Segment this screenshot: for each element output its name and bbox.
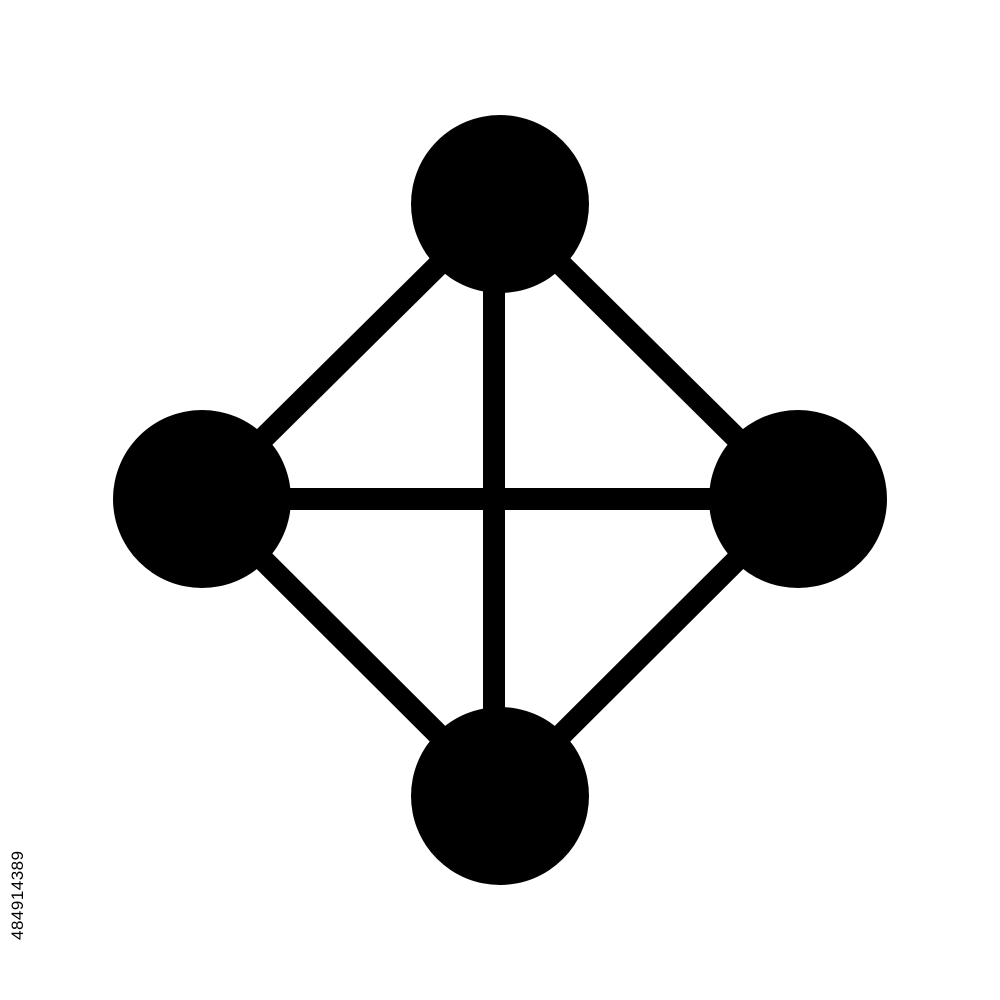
network-nodes <box>113 115 887 885</box>
node-top <box>411 115 589 293</box>
node-right <box>709 410 887 588</box>
node-bottom <box>411 707 589 885</box>
node-left <box>113 410 291 588</box>
stock-id-label: 484914389 <box>8 850 27 940</box>
